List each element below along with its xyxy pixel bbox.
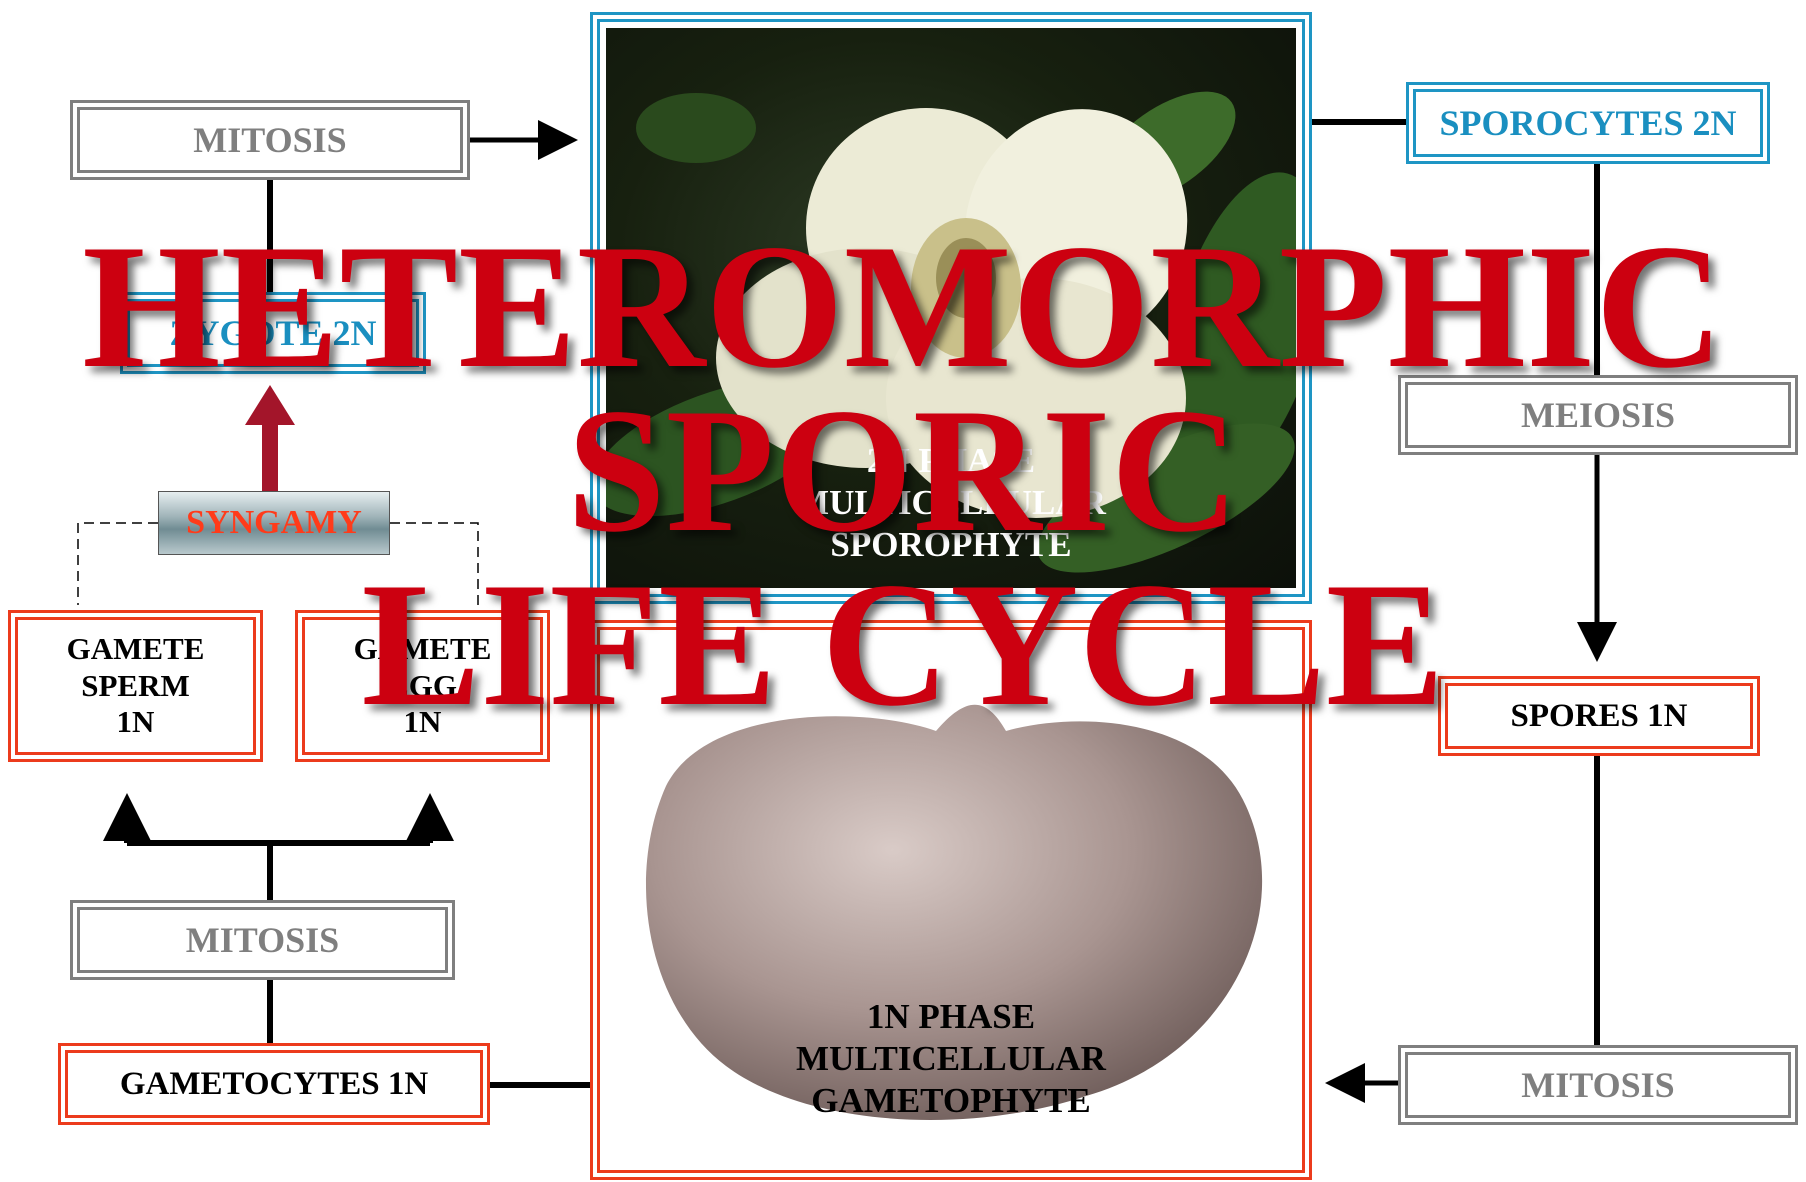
gametophyte-image: 1N PHASE MULTICELLULAR GAMETOPHYTE	[606, 636, 1296, 1164]
gametophyte-phase-label: 1N PHASE MULTICELLULAR GAMETOPHYTE	[606, 996, 1296, 1122]
mitosis-left-bottom-label: MITOSIS	[186, 919, 339, 961]
mitosis-right-bottom-label: MITOSIS	[1521, 1064, 1674, 1106]
sporocytes-box: SPOROCYTES 2N	[1406, 82, 1770, 164]
meiosis-box: MEIOSIS	[1398, 375, 1798, 455]
magnolia-flower-image: 2N PHASE MULTICELLULAR SPOROPHYTE	[606, 28, 1296, 588]
mitosis-right-bottom-box: MITOSIS	[1398, 1045, 1798, 1125]
syngamy-bracket-right	[390, 523, 478, 605]
gamete-sperm-label: GAMETE SPERM 1N	[67, 631, 205, 741]
sporocytes-label: SPOROCYTES 2N	[1439, 102, 1736, 144]
syngamy-box: SYNGAMY	[158, 491, 390, 555]
spores-box: SPORES 1N	[1438, 676, 1760, 756]
mitosis-left-bottom-box: MITOSIS	[70, 900, 455, 980]
zygote-label: ZYGOTE 2N	[169, 312, 376, 354]
syngamy-label: SYNGAMY	[186, 504, 362, 542]
gamete-egg-label: GAMETE EGG 1N	[354, 631, 492, 741]
syngamy-bracket-left	[78, 523, 158, 605]
gametocytes-box: GAMETOCYTES 1N	[58, 1043, 490, 1125]
mitosis-top-box: MITOSIS	[70, 100, 470, 180]
gamete-egg-box: GAMETE EGG 1N	[295, 610, 550, 762]
spores-label: SPORES 1N	[1511, 697, 1688, 736]
mitosis-top-label: MITOSIS	[193, 119, 346, 161]
sporophyte-phase-label: 2N PHASE MULTICELLULAR SPOROPHYTE	[606, 440, 1296, 566]
meiosis-label: MEIOSIS	[1521, 394, 1675, 436]
sporophyte-panel: 2N PHASE MULTICELLULAR SPOROPHYTE	[590, 12, 1312, 604]
gametocytes-label: GAMETOCYTES 1N	[120, 1065, 428, 1104]
gametophyte-panel: 1N PHASE MULTICELLULAR GAMETOPHYTE	[590, 620, 1312, 1180]
arrow-syngamy-to-zygote-head	[245, 385, 295, 425]
zygote-box: ZYGOTE 2N	[120, 292, 426, 374]
gamete-sperm-box: GAMETE SPERM 1N	[8, 610, 263, 762]
